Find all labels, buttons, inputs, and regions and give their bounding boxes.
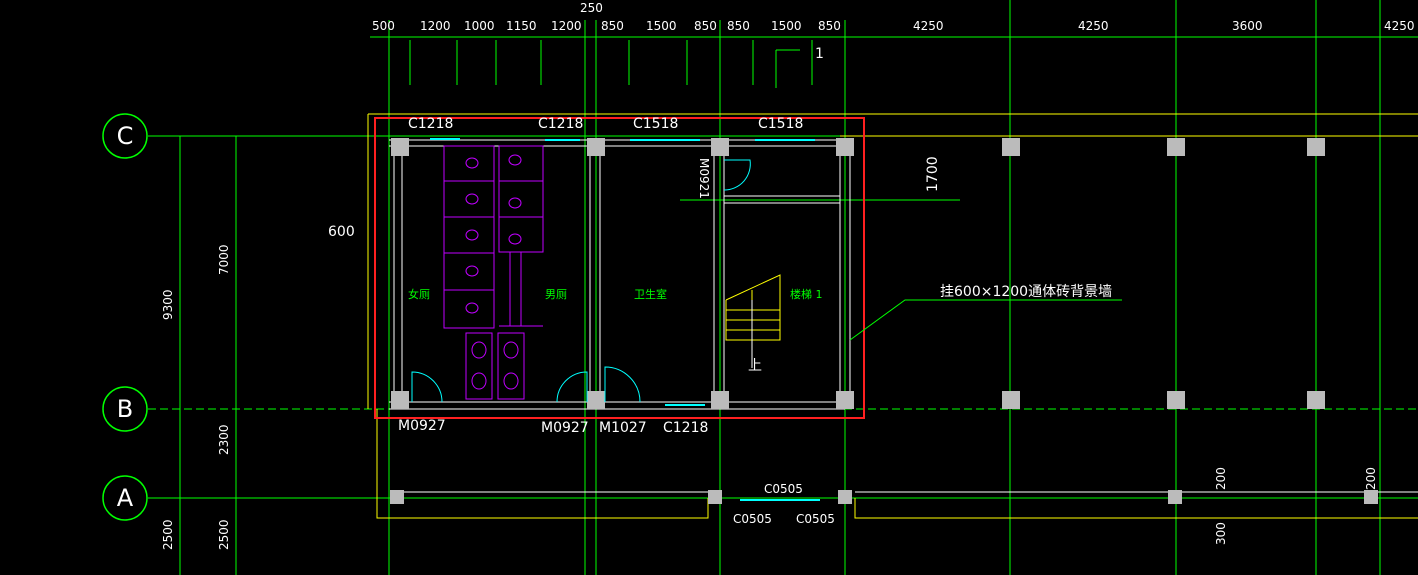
top-dim: 1150 — [506, 19, 537, 33]
axis-label-c: C — [117, 122, 134, 150]
door-label: M1027 — [599, 420, 647, 436]
annotation-leader — [775, 49, 1122, 341]
dim-1700: 1700 — [925, 156, 941, 192]
walls — [389, 139, 1418, 493]
windows — [430, 138, 820, 501]
axis-label-a: A — [117, 484, 134, 512]
door-swings — [411, 159, 751, 403]
top-dim: 850 — [818, 19, 841, 33]
door-label: C1218 — [663, 420, 708, 436]
door-label: M0927 — [398, 418, 446, 434]
window-label: C1518 — [633, 116, 678, 132]
left-dim: 7000 — [217, 244, 231, 275]
highlight-rectangle — [374, 117, 865, 419]
top-dim: 3600 — [1232, 19, 1263, 33]
toilet-fixtures — [443, 145, 544, 400]
axis-bubble-c — [102, 113, 148, 159]
left-dim: 2500 — [217, 519, 231, 550]
room-label: 男厕 — [545, 288, 567, 301]
door-label-m0921: M0921 — [697, 158, 711, 199]
axis-bubbles: C B A — [102, 113, 148, 521]
horizontal-axis-lines — [148, 135, 1418, 499]
door-label: M0927 — [541, 420, 589, 436]
top-dim: 1200 — [551, 19, 582, 33]
top-dim: 1000 — [464, 19, 495, 33]
stair — [725, 274, 781, 341]
building-outline — [367, 113, 1418, 519]
window-label-c0505: C0505 — [733, 512, 772, 526]
axis-label-b: B — [117, 395, 133, 423]
top-dim: 250 — [580, 1, 603, 15]
left-dim: 9300 — [161, 289, 175, 320]
window-label: C1218 — [538, 116, 583, 132]
top-dim: 850 — [694, 19, 717, 33]
window-label: C1518 — [758, 116, 803, 132]
left-dimension-lines — [179, 136, 237, 575]
top-dimensions: 500 1200 1000 1150 1200 250 850 1500 850… — [372, 1, 1415, 33]
columns — [390, 138, 1378, 504]
dim-200: 200 — [1364, 467, 1378, 490]
dim-200: 200 — [1214, 467, 1228, 490]
vertical-grid-lines — [388, 0, 1381, 575]
top-dim: 850 — [601, 19, 624, 33]
section-callout: 1 — [815, 46, 824, 62]
dim-600: 600 — [328, 224, 355, 240]
top-dim: 4250 — [913, 19, 944, 33]
axis-bubble-a — [102, 475, 148, 521]
room-label: 楼梯 1 — [790, 287, 823, 301]
window-label-c0505: C0505 — [796, 512, 835, 526]
left-dim: 2500 — [161, 519, 175, 550]
stair-up-label: 上 — [748, 358, 762, 374]
window-label-c0505: C0505 — [764, 482, 803, 496]
axis-bubble-b — [102, 386, 148, 432]
room-label: 女厕 — [408, 287, 430, 301]
top-dim: 850 — [727, 19, 750, 33]
window-label: C1218 — [408, 116, 453, 132]
top-dim: 4250 — [1078, 19, 1109, 33]
top-dim: 500 — [372, 19, 395, 33]
top-dim: 4250 — [1384, 19, 1415, 33]
dim-300: 300 — [1214, 522, 1228, 545]
top-dim: 1500 — [771, 19, 802, 33]
room-label: 卫生室 — [634, 287, 667, 301]
top-dim: 1200 — [420, 19, 451, 33]
annotation-text: 挂600×1200通体砖背景墙 — [940, 284, 1112, 300]
left-dim: 2300 — [217, 424, 231, 455]
top-dim: 1500 — [646, 19, 677, 33]
